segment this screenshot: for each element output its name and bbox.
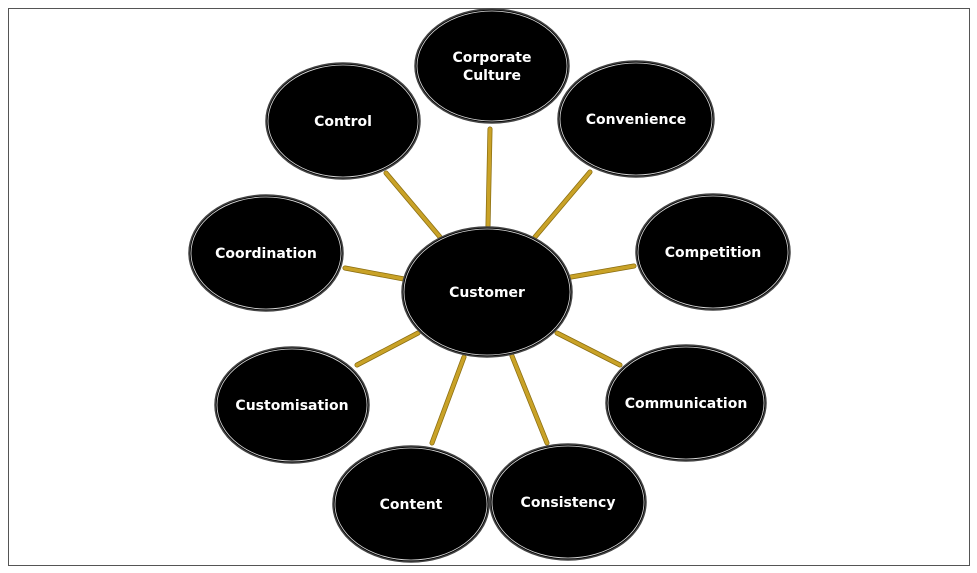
- node-label: Corporate: [453, 50, 532, 66]
- node-ellipse: [489, 443, 647, 561]
- node-label: Control: [314, 114, 372, 130]
- node-inner-outline: [491, 445, 645, 559]
- connector-communication: [555, 331, 622, 367]
- node-consistency: Consistency: [489, 443, 647, 561]
- node-ellipse: [214, 346, 370, 464]
- connector-content: [430, 355, 466, 445]
- connector-coordination: [343, 266, 406, 281]
- node-ellipse: [265, 62, 421, 180]
- node-ellipse: [332, 445, 490, 563]
- node-ellipse: [557, 60, 715, 178]
- node-ellipse: [188, 194, 344, 312]
- node-inner-outline: [607, 346, 765, 460]
- node-ellipse: [605, 344, 767, 462]
- node-ellipse: [414, 8, 570, 124]
- connector-competition: [569, 264, 636, 279]
- node-inner-outline: [334, 447, 488, 561]
- node-communication: Communication: [605, 344, 767, 462]
- node-content: Content: [332, 445, 490, 563]
- node-inner-outline: [216, 348, 368, 462]
- node-inner-outline: [416, 10, 568, 122]
- node-inner-outline: [267, 64, 419, 178]
- connector-convenience: [533, 170, 592, 239]
- node-control: Control: [265, 62, 421, 180]
- connector-control: [384, 171, 442, 239]
- connector-consistency: [510, 354, 549, 445]
- node-label: Competition: [665, 245, 762, 261]
- node-customer: Customer: [401, 226, 573, 358]
- node-label: Convenience: [586, 112, 687, 128]
- node-label: Culture: [463, 68, 521, 84]
- node-inner-outline: [190, 196, 342, 310]
- node-inner-outline: [559, 62, 713, 176]
- node-ellipse: [635, 193, 791, 311]
- node-label: Customisation: [235, 398, 348, 414]
- node-label: Customer: [449, 285, 525, 301]
- node-label: Coordination: [215, 246, 317, 262]
- node-label: Content: [380, 497, 443, 513]
- connector-customisation: [355, 331, 420, 367]
- node-customisation: Customisation: [214, 346, 370, 464]
- node-ellipse: [401, 226, 573, 358]
- node-label: Communication: [625, 396, 748, 412]
- connector-corporate-culture: [486, 127, 492, 228]
- node-inner-outline: [637, 195, 789, 309]
- node-competition: Competition: [635, 193, 791, 311]
- node-coordination: Coordination: [188, 194, 344, 312]
- node-label: Consistency: [521, 495, 616, 511]
- node-convenience: Convenience: [557, 60, 715, 178]
- node-inner-outline: [403, 228, 571, 356]
